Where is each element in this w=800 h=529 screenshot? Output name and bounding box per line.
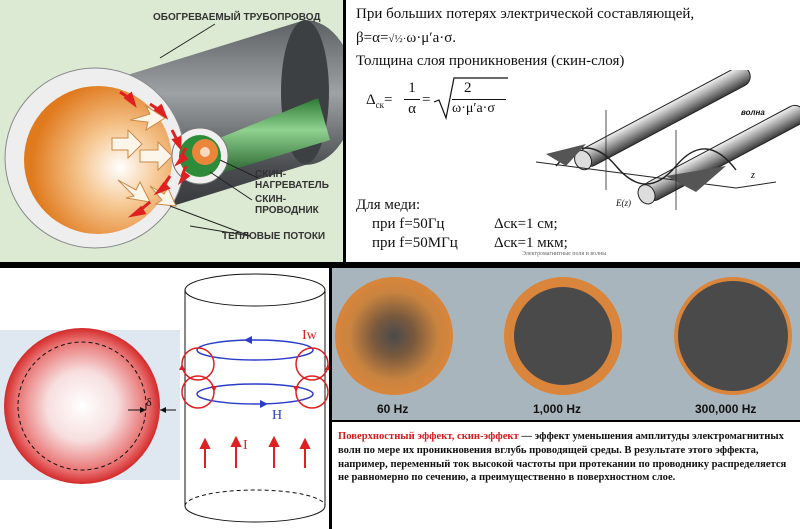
heat-flows-label: ТЕПЛОВЫЕ ПОТОКИ (222, 231, 326, 242)
eddy-current-label: Iw (302, 328, 317, 343)
copper-row1-value: Δск=1 см; (494, 216, 558, 232)
wave-label: волна (741, 108, 765, 117)
skin-heater-label-2: НАГРЕВАТЕЛЬ (255, 180, 329, 191)
beta-formula: β=α=√½·ω·μ′a·σ. (356, 30, 457, 46)
skin-conductor-label-1: СКИН- (255, 194, 287, 205)
current-distribution-discs (335, 277, 792, 395)
definition-body: — эффект уменьшения амплитуды электромаг… (338, 431, 787, 484)
pipeline-illustration (4, 20, 343, 249)
fraction-bar-1 (404, 99, 420, 100)
current-label: I (243, 438, 248, 453)
frequency-comparison-panel: 60 Hz 1,000 Hz 300,000 Hz (332, 268, 800, 420)
delta-den2: ω·μ′a·σ (452, 101, 495, 116)
freq-label-300000hz: 300,000 Hz (695, 402, 757, 416)
copper-row2-freq: при f=50МГц (372, 235, 458, 251)
axis-z-label: z (751, 170, 755, 181)
delta-num2: 2 (464, 80, 472, 96)
beta-lhs: β=α= (356, 30, 389, 46)
freq-label-60hz: 60 Hz (377, 402, 409, 416)
magnetic-field-label: H (272, 408, 283, 423)
e-label: E(z) (616, 198, 631, 208)
wave-conductor-illustration (535, 70, 800, 210)
pipeline-title: ОБОГРЕВАЕМЫЙ ТРУБОПРОВОД (153, 12, 321, 23)
skin-heater-label-1: СКИН- (255, 169, 287, 180)
copper-title: Для меди: (356, 197, 421, 213)
skin-depth-formula-panel: При больших потерях электрической состав… (346, 0, 800, 262)
copper-row1-freq: при f=50Гц (372, 216, 445, 232)
intro-line: При больших потерях электрической состав… (356, 6, 695, 22)
skin-layer-field-panel: δ Iw H I (0, 268, 329, 529)
skin-layer-diagram (0, 273, 329, 523)
source-note: Электромагнитные поля и волны (522, 251, 607, 257)
fraction-bar-2 (452, 99, 506, 100)
sqrt-sign (433, 77, 508, 121)
definition-term: Поверхностный эффект, скин-эффект (338, 431, 519, 442)
delta-symbol: δ (146, 395, 152, 409)
definition-panel: Поверхностный эффект, скин-эффект — эффе… (332, 422, 800, 529)
beta-rhs: ω·μ′a·σ. (406, 30, 457, 46)
delta-den1: α (408, 101, 416, 117)
delta-num1: 1 (408, 80, 416, 96)
skin-layer-line: Толщина слоя проникновения (скин-слоя) (356, 53, 625, 69)
skin-conductor-label-2: ПРОВОДНИК (255, 205, 319, 216)
freq-label-1000hz: 1,000 Hz (533, 402, 582, 416)
heated-pipeline-panel: ОБОГРЕВАЕМЫЙ ТРУБОПРОВОД СКИН- НАГРЕВАТЕ… (0, 0, 343, 262)
delta-formula-lhs: Δск= (366, 92, 393, 110)
copper-row2-value: Δск=1 мкм; (494, 235, 568, 251)
definition-text: Поверхностный эффект, скин-эффект — эффе… (338, 430, 794, 485)
